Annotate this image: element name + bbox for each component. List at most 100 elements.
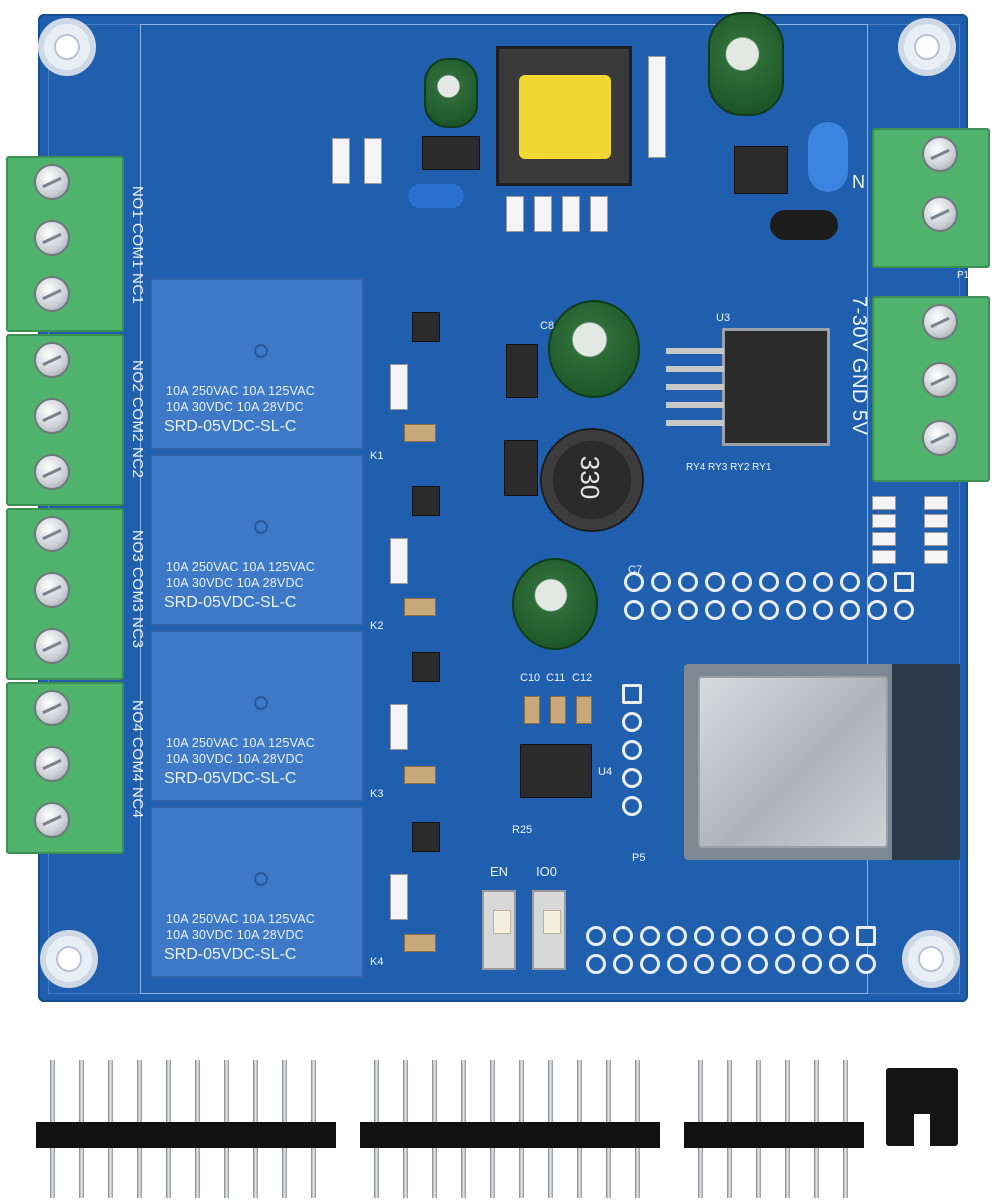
capacitor [576,696,592,724]
diode [390,538,408,584]
led [924,532,948,546]
silk-c11: C11 [546,672,566,684]
transistor [412,486,440,516]
silk-k3: K3 [370,788,384,800]
esp32-shield [698,676,888,848]
silk-k1: K1 [370,450,384,462]
diode-d7 [506,344,538,398]
screw [34,398,70,434]
jumper-cap [886,1068,958,1146]
electrolytic-capacitor-c8 [548,300,640,398]
power-input-label: 7-30V GND 5V [848,296,870,436]
regulator-u3 [722,328,830,446]
screw [922,362,958,398]
transformer [496,46,632,186]
led [924,496,948,510]
silk-ry: RY4 RY3 RY2 RY1 [686,462,772,473]
resistor [534,196,552,232]
gpio-header-top [624,572,914,620]
diode [390,364,408,410]
io0-button[interactable] [532,890,566,970]
screw [34,690,70,726]
screw [34,516,70,552]
silk-n: N [852,172,865,192]
screw [34,746,70,782]
silk-u3: U3 [716,312,731,324]
regulator-pin [666,384,724,390]
transistor [412,312,440,342]
y-capacitor [408,184,464,208]
relay-k4: 10A 250VAC 10A 125VAC 10A 30VDC 10A 28VD… [150,806,364,978]
screw [34,342,70,378]
screw [922,136,958,172]
inductor-marking: 330 [575,455,606,500]
resistor [506,196,524,232]
en-label: EN [490,864,509,879]
regulator-pin [666,420,724,426]
transistor [412,652,440,682]
led [872,496,896,510]
board-silk-outline [140,24,868,994]
resistor-array [648,56,666,158]
screw [922,196,958,232]
terminal-label-2: NO2 COM2 NC2 [129,360,146,479]
regulator-pin [666,402,724,408]
silk-c8: C8 [540,320,555,332]
electrolytic-capacitor [708,12,784,116]
screw [922,420,958,456]
capacitor [524,696,540,724]
relay-k2: 10A 250VAC 10A 125VAC 10A 30VDC 10A 28VD… [150,454,364,626]
mounting-hole [40,930,98,988]
screw [34,276,70,312]
silk-k4: K4 [370,956,384,968]
relay-k3: 10A 250VAC 10A 125VAC 10A 30VDC 10A 28VD… [150,630,364,802]
gpio-header-bottom [586,926,876,974]
regulator-u4 [520,744,592,798]
silk-c12: C12 [572,672,593,684]
capacitor [404,766,436,784]
diode [390,874,408,920]
regulator-pin [666,366,724,372]
led [924,550,948,564]
led [872,532,896,546]
diode [390,704,408,750]
mounting-hole [38,18,96,76]
screw [34,802,70,838]
screw [34,572,70,608]
screw [34,164,70,200]
antenna [892,664,960,860]
varistor [808,122,848,192]
resistor [364,138,382,184]
resistor [562,196,580,232]
electrolytic-capacitor [512,558,598,650]
diode-d2 [422,136,480,170]
mounting-hole [898,18,956,76]
screw [34,220,70,256]
capacitor [404,424,436,442]
transistor [412,822,440,852]
fuse-resistor [770,210,838,240]
capacitor [550,696,566,724]
silk-p1: P1 [957,270,970,281]
silk-c10: C10 [520,672,541,684]
pin-header-10 [360,1060,660,1198]
header-p5 [622,684,644,844]
terminal-label-1: NO1 COM1 NC1 [129,186,146,305]
screw [34,454,70,490]
pin-header-6 [684,1060,864,1198]
capacitor [404,598,436,616]
electrolytic-capacitor [424,58,478,128]
screw [922,304,958,340]
screw [34,628,70,664]
terminal-label-4: NO4 COM4 NC4 [129,700,146,819]
bridge-rectifier [734,146,788,194]
relay-k1: 10A 250VAC 10A 125VAC 10A 30VDC 10A 28VD… [150,278,364,450]
led [924,514,948,528]
io0-label: IO0 [536,864,557,879]
silk-r25: R25 [512,824,533,836]
en-button[interactable] [482,890,516,970]
diode-d8 [504,440,538,496]
resistor [332,138,350,184]
silk-u4: U4 [598,766,613,778]
inductor [540,428,644,532]
